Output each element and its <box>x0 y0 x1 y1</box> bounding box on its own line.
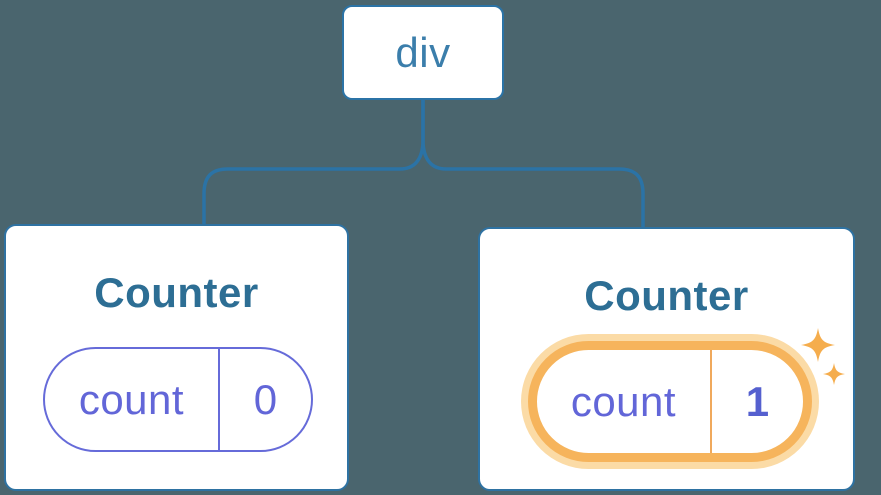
counter-card-left: Counter count 0 <box>4 224 349 491</box>
state-value-segment: 0 <box>220 349 311 450</box>
connector-right-branch <box>421 100 645 230</box>
root-node-label: div <box>395 28 451 76</box>
state-pill-right-highlighted: count 1 <box>528 341 812 462</box>
state-key-segment: count <box>537 350 712 453</box>
component-title-left: Counter <box>94 269 259 316</box>
counter-card-right: Counter count 1 <box>478 227 855 491</box>
state-key-label: count <box>570 377 677 425</box>
sparkle-small-icon <box>823 363 845 385</box>
sparkle-large-icon <box>801 328 835 362</box>
state-pill-left: count 0 <box>43 347 313 452</box>
state-key-label: count <box>78 375 185 423</box>
state-value-segment: 1 <box>712 350 803 453</box>
root-node-div: div <box>342 5 504 100</box>
state-value: 1 <box>745 377 770 425</box>
state-key-segment: count <box>45 349 220 450</box>
connector-left-branch <box>202 100 425 226</box>
state-value: 0 <box>253 375 278 423</box>
component-title-right: Counter <box>584 272 749 319</box>
